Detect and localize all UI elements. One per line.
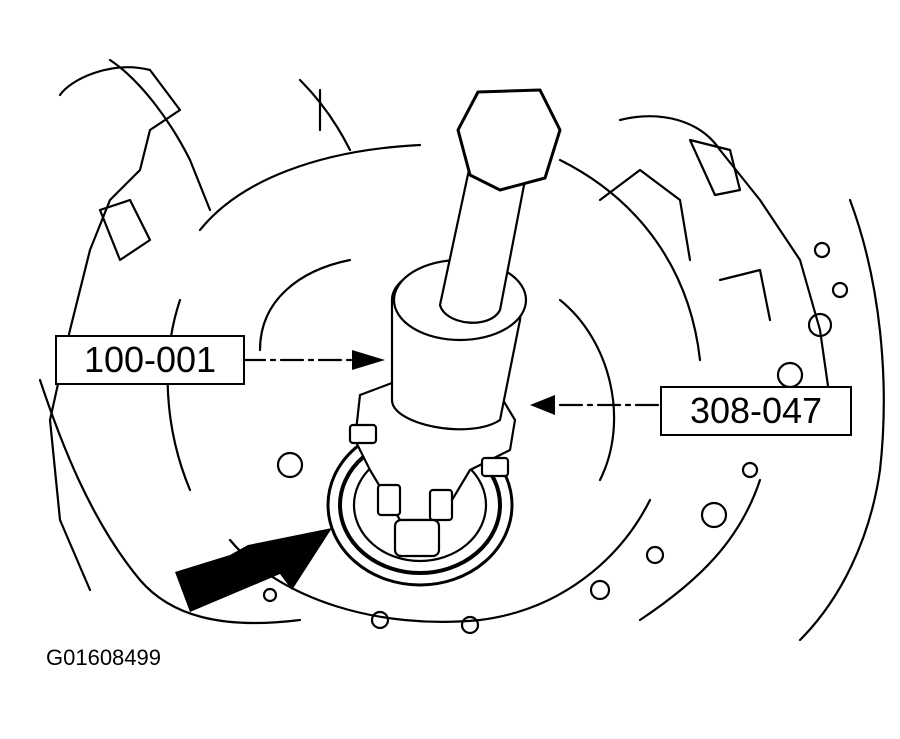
callout-tool-308-047: 308-047 [660,386,852,436]
arrowhead-left [352,350,385,370]
arrowhead-right [530,395,555,415]
callout-text-right: 308-047 [689,390,823,431]
callout-tool-100-001: 100-001 [55,335,245,385]
bolt-shaft [438,88,562,324]
bore-rings [166,143,702,623]
callout-text-left: 100-001 [83,339,217,380]
housing-outline [38,58,885,642]
direction-arrow [175,528,332,612]
leader-lines [241,358,660,407]
figure-id: G01608499 [46,645,161,670]
